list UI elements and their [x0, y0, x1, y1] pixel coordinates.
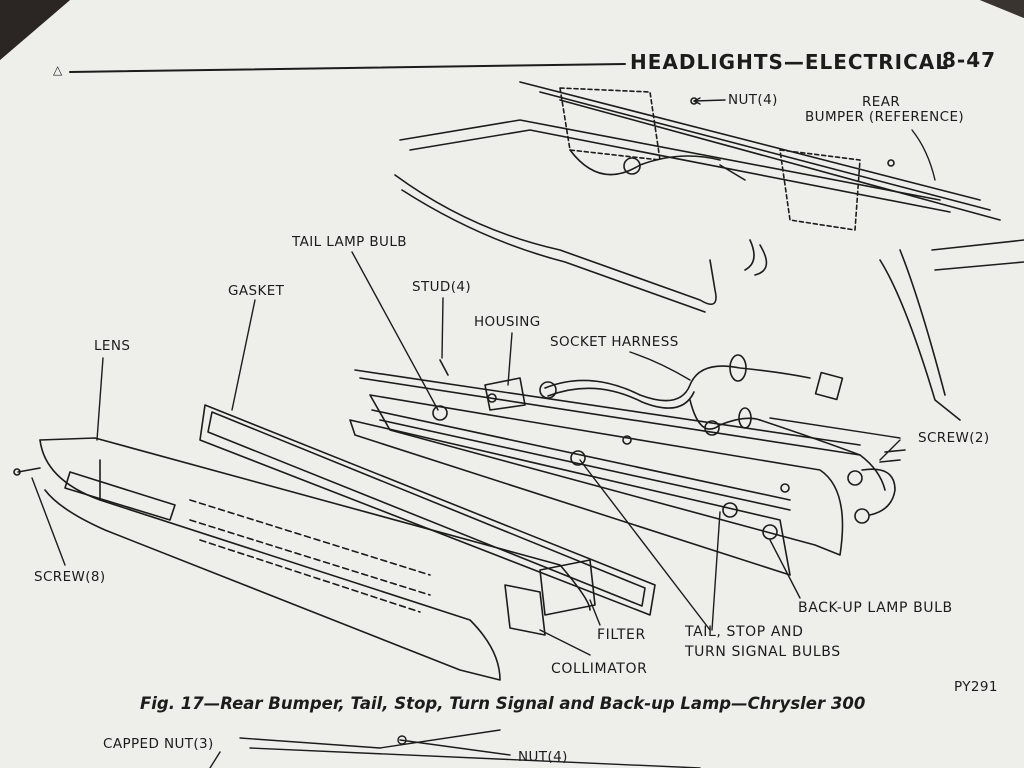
- label-capped-nut: CAPPED NUT(3): [103, 736, 214, 752]
- label-screw-2: SCREW(2): [918, 430, 990, 446]
- section-title: HEADLIGHTS—ELECTRICAL: [630, 50, 949, 74]
- figure-caption: Fig. 17—Rear Bumper, Tail, Stop, Turn Si…: [140, 694, 866, 713]
- label-nut-bottom: NUT(4): [518, 749, 568, 765]
- label-housing: HOUSING: [474, 314, 541, 330]
- label-gasket: GASKET: [228, 283, 285, 299]
- screws: [13, 449, 906, 476]
- label-socket-harness: SOCKET HARNESS: [550, 334, 679, 350]
- page-number: 8-47: [942, 48, 997, 72]
- label-bumper-reference: BUMPER (REFERENCE): [805, 109, 965, 125]
- lens: [39, 437, 591, 681]
- label-tail-stop-1: TAIL, STOP AND: [685, 624, 804, 640]
- label-tail-stop-2: TURN SIGNAL BULBS: [685, 644, 841, 660]
- label-rear: REAR: [862, 94, 901, 110]
- figure-code: PY291: [954, 679, 998, 695]
- corner-marker: △: [53, 63, 63, 77]
- label-screw-8: SCREW(8): [34, 569, 106, 585]
- label-tail-lamp-bulb: TAIL LAMP BULB: [292, 234, 407, 250]
- socket-harness: [539, 354, 896, 524]
- lamp-housing: [349, 359, 861, 576]
- gasket: [199, 404, 656, 616]
- label-stud: STUD(4): [412, 279, 472, 295]
- label-filter: FILTER: [597, 627, 646, 643]
- rear-bumper-reference: [394, 81, 1024, 421]
- label-nut-top: NUT(4): [728, 92, 778, 108]
- label-lens: LENS: [94, 338, 131, 354]
- leader-lines: [31, 97, 936, 768]
- filter-collimator: [504, 559, 596, 636]
- label-collimator: COLLIMATOR: [551, 661, 648, 677]
- label-back-up-lamp-bulb: BACK-UP LAMP BULB: [798, 600, 953, 616]
